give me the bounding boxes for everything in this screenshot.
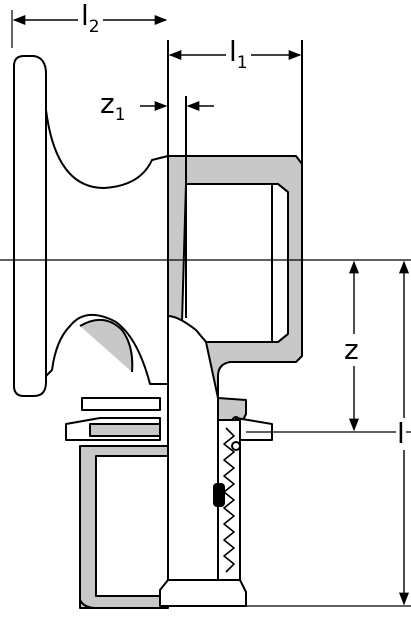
bottom-ring (159, 579, 247, 607)
wall-flange (13, 55, 47, 397)
dim-label-l: l (396, 418, 406, 450)
dim-label-z-main: z (344, 333, 359, 366)
thread-lines (271, 183, 289, 343)
union-collar (65, 397, 273, 441)
dim-label-z: z (342, 334, 361, 366)
threaded-insert (213, 416, 241, 581)
dim-label-l1-main: l (229, 35, 237, 68)
dim-label-l2: l2 (78, 0, 103, 36)
dim-label-z1-main: z (100, 87, 115, 120)
dim-label-l1: l1 (226, 35, 251, 72)
dim-label-l-main: l (397, 417, 405, 450)
flange-neck (45, 109, 169, 385)
pipe (79, 445, 169, 609)
extension-lines (11, 10, 411, 607)
dim-label-l2-sub: 2 (88, 17, 100, 37)
dim-label-l2-main: l (81, 0, 89, 32)
dim-label-z1: z1 (100, 87, 126, 124)
dim-label-z1-sub: 1 (114, 105, 126, 125)
dim-label-l1-sub: 1 (236, 53, 248, 73)
